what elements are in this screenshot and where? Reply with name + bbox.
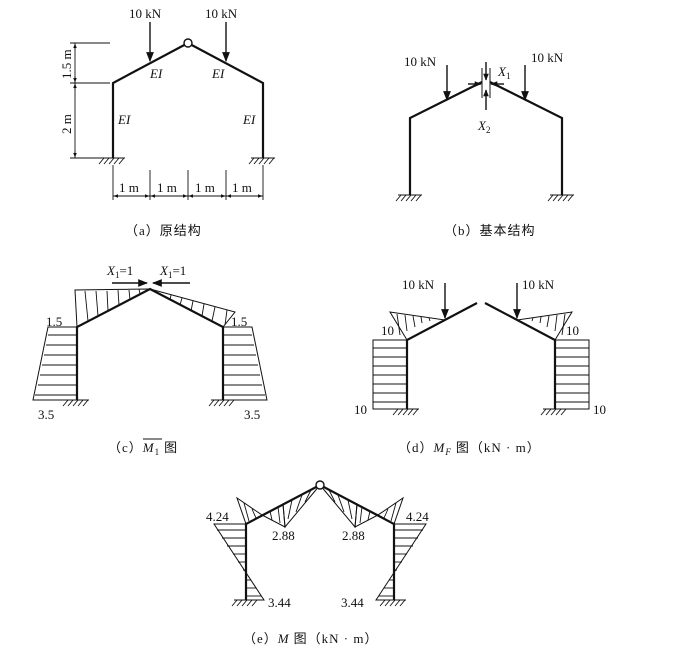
panel-e-right-fixed-support xyxy=(379,599,406,607)
panel-a-ei-right-column: EI xyxy=(242,112,256,127)
panel-c-right-column-moment xyxy=(222,326,268,401)
panel-a-horizontal-dimension xyxy=(112,165,264,200)
panel-d-value-right-base: 10 xyxy=(593,402,606,417)
panel-b-right-fixed-support xyxy=(547,194,574,202)
panel-e-value-right-top: 4.24 xyxy=(406,509,429,524)
panel-b-left-fixed-support xyxy=(395,194,422,202)
panel-e-frame xyxy=(244,483,396,600)
panel-c-value-left-top: 1.5 xyxy=(46,314,62,329)
panel-e-hatching xyxy=(217,489,423,597)
panel-b-caption: （b）基本结构 xyxy=(444,223,536,238)
panel-c-unit-force-right-label: X1=1 xyxy=(159,263,186,280)
panel-e-left-rafter-moment-a xyxy=(236,496,263,525)
panel-a-dim-1m-d: 1 m xyxy=(232,180,252,195)
panel-b-right-load-label: 10 kN xyxy=(531,50,564,65)
panel-a-dim-1m-a: 1 m xyxy=(119,180,139,195)
panel-a-dim-1m-b: 1 m xyxy=(157,180,177,195)
panel-a-frame xyxy=(111,41,265,158)
panel-a-dim-1-5m: 1.5 m xyxy=(59,49,74,79)
panel-a-right-load-label: 10 kN xyxy=(205,6,238,21)
panel-d-rafter-hatching xyxy=(396,313,566,336)
panel-b-basic-structure: 10 kN 10 kN X1 X2 （b）基本结构 xyxy=(395,50,574,238)
panel-e-right-rafter-moment-c xyxy=(319,484,358,529)
panel-d-right-fixed-support xyxy=(540,408,567,416)
panel-e-value-left-base: 3.44 xyxy=(268,595,291,610)
panel-c-left-fixed-support xyxy=(62,399,89,407)
panel-e-right-rafter-moment-b xyxy=(354,503,380,528)
panel-d-left-frame xyxy=(405,302,478,409)
panel-c-rafter-hatching xyxy=(84,288,228,326)
panel-d-column-hatching xyxy=(373,347,589,403)
panel-a-ei-right-rafter: EI xyxy=(211,66,225,81)
panel-a-dim-2m: 2 m xyxy=(59,114,74,134)
panel-d-right-load-label: 10 kN xyxy=(522,277,555,292)
panel-a-right-fixed-support xyxy=(248,157,275,165)
panel-d-right-frame xyxy=(484,302,557,409)
panel-e-value-left-rafter: 2.88 xyxy=(272,528,295,543)
panel-a-original-structure: 10 kN 10 kN EI EI EI EI 1.5 m 2 m xyxy=(59,6,275,238)
panel-c-frame xyxy=(75,287,225,400)
panel-a-left-fixed-support xyxy=(98,157,125,165)
panel-d-value-left-top: 10 xyxy=(381,323,394,338)
panel-d-left-rafter-moment xyxy=(389,311,447,341)
panel-d-left-column-moment xyxy=(372,339,408,410)
panel-a-dim-1m-c: 1 m xyxy=(195,180,215,195)
panel-e-crown-hinge xyxy=(315,480,325,490)
panel-e-right-rafter-moment-a xyxy=(377,496,404,525)
panel-e-left-rafter-moment-c xyxy=(282,484,321,529)
panel-e-value-left-top: 4.24 xyxy=(206,509,229,524)
panel-c-unit-force-left-label: X1=1 xyxy=(106,263,133,280)
panel-c-left-column-moment xyxy=(32,326,78,401)
panel-c-column-hatching xyxy=(35,334,265,396)
panel-d-left-fixed-support xyxy=(392,408,419,416)
panel-a-caption: （a）原结构 xyxy=(125,223,202,238)
panel-d-right-column-moment xyxy=(554,339,590,410)
panel-c-value-right-top: 1.5 xyxy=(231,314,247,329)
panel-b-x2-label: X2 xyxy=(477,118,490,135)
panel-a-crown-hinge xyxy=(183,38,193,48)
panel-c-value-left-base: 3.5 xyxy=(38,407,54,422)
panel-a-vertical-dimension xyxy=(70,42,110,159)
panel-e-left-rafter-moment-b xyxy=(260,503,286,528)
panel-d-right-rafter-moment xyxy=(515,311,573,341)
panel-e-left-fixed-support xyxy=(231,599,258,607)
panel-a-ei-left-column: EI xyxy=(117,112,131,127)
panel-d-left-load-label: 10 kN xyxy=(402,277,435,292)
panel-e-value-right-rafter: 2.88 xyxy=(342,528,365,543)
panel-c-right-fixed-support xyxy=(208,399,235,407)
panel-b-left-frame xyxy=(408,81,483,195)
panel-b-x1-label: X1 xyxy=(497,64,510,81)
panel-d-value-left-base: 10 xyxy=(354,402,367,417)
panel-a-left-load-label: 10 kN xyxy=(129,6,162,21)
panel-b-left-load-label: 10 kN xyxy=(404,54,437,69)
panel-c-value-right-base: 3.5 xyxy=(244,407,260,422)
panel-d-value-right-top: 10 xyxy=(566,323,579,338)
panel-a-ei-left-rafter: EI xyxy=(149,66,163,81)
panel-b-right-frame xyxy=(489,81,564,195)
panel-e-value-right-base: 3.44 xyxy=(341,595,364,610)
